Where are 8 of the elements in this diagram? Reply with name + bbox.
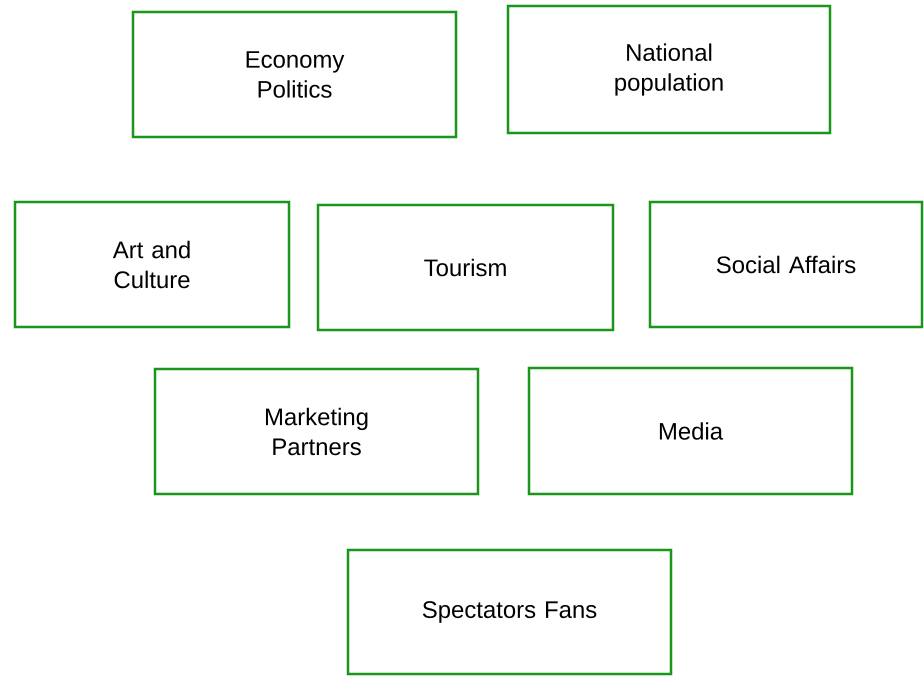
text-box: Media xyxy=(528,366,854,496)
text-box: Social Affairs xyxy=(648,200,924,328)
text-box: Art and Culture xyxy=(14,200,290,328)
text-box: Marketing Partners xyxy=(154,368,480,496)
text-box: Spectators Fans xyxy=(346,548,672,676)
text-box: Economy Politics xyxy=(132,10,458,138)
text-box: National population xyxy=(506,4,832,134)
text-box: Tourism xyxy=(316,204,614,332)
